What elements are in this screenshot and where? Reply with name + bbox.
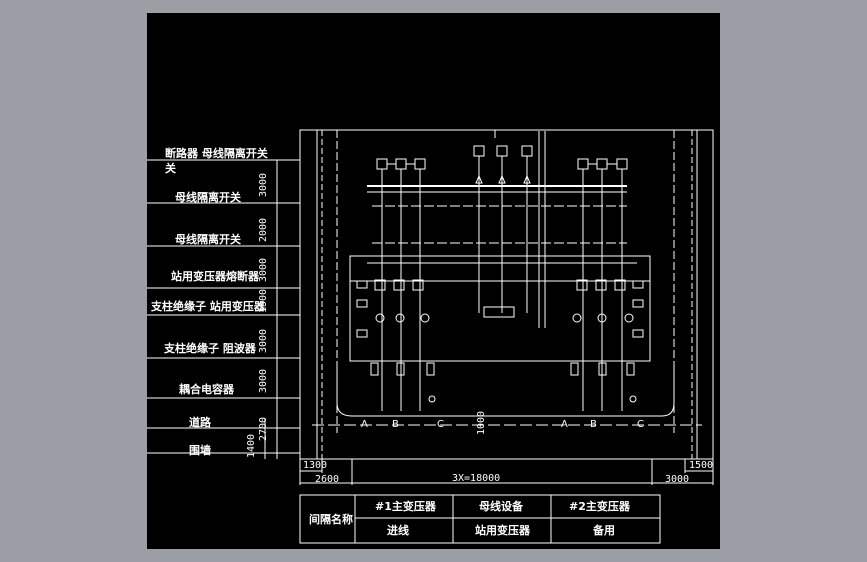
table-r1-c3: #2主变压器 <box>569 500 630 513</box>
table-r2-c1: 进线 <box>387 524 409 537</box>
phase-right-a: A <box>561 419 568 430</box>
vdim-6: 3000 <box>258 368 269 393</box>
label-breaker-isolator: 断路器 母线隔离开关 <box>165 147 268 160</box>
label-bus-isolator-2: 母线隔离开关 <box>175 233 241 246</box>
conductors-mid <box>478 131 546 328</box>
label-coupling-capacitor: 耦合电容器 <box>179 383 234 396</box>
label-station-fuse: 站用变压器熔断器 <box>171 270 259 283</box>
vdim-4: 1900 <box>258 288 269 313</box>
bottom-dim-1500: 1500 <box>689 460 714 471</box>
vdim-7: 2700 <box>258 416 269 441</box>
station-transformer <box>483 306 515 318</box>
vdim-1: 3000 <box>258 172 269 197</box>
bus-pt-devices <box>473 129 533 157</box>
inner-dim: 1000 <box>476 410 487 435</box>
table-r1-c1: #1主变压器 <box>375 500 436 513</box>
gantry-frame <box>349 255 651 362</box>
wave-traps <box>370 362 635 376</box>
disconnect-right <box>576 279 626 291</box>
phase-left-a: A <box>361 419 368 430</box>
table-r2-c3: 备用 <box>593 524 615 537</box>
arrester-symbols <box>475 174 531 184</box>
road-outline <box>336 363 675 417</box>
label-wall: 围墙 <box>189 444 211 457</box>
side-insulators <box>356 280 644 338</box>
vdim-2: 2000 <box>258 217 269 242</box>
breaker-group-left <box>376 158 426 170</box>
layout-drawing <box>147 129 714 544</box>
vdim-5: 3000 <box>258 328 269 353</box>
phase-right-b: B <box>590 419 597 430</box>
cad-viewport[interactable]: 断路器 母线隔离开关 关 母线隔离开关 母线隔离开关 站用变压器熔断器 支柱绝缘… <box>147 13 720 549</box>
breaker-group-right <box>577 158 628 170</box>
vdim-3: 3000 <box>258 257 269 282</box>
bottom-dim-3000: 3000 <box>665 474 690 485</box>
vdim-8: 1400 <box>246 433 257 458</box>
label-breaker-isolator-cont: 关 <box>165 162 176 175</box>
bottom-dim-span: 3X=18000 <box>452 473 501 484</box>
disconnect-left <box>374 279 424 291</box>
label-post-insulator-transformer: 支柱绝缘子 站用变压器 <box>151 300 265 313</box>
bottom-dim-1300: 1300 <box>303 460 328 471</box>
phase-left-c: C <box>437 419 444 430</box>
phase-left-b: B <box>392 419 399 430</box>
drawing-frame <box>299 129 714 460</box>
table-r2-c2: 站用变压器 <box>475 524 530 537</box>
post-insulators <box>375 313 634 323</box>
table-header: 间隔名称 <box>309 513 353 526</box>
label-road: 道路 <box>189 416 211 429</box>
coupling-capacitors <box>428 395 637 403</box>
bay-table-frame <box>299 494 661 544</box>
phase-right-c: C <box>637 419 644 430</box>
label-post-insulator-wavetrap: 支柱绝缘子 阻波器 <box>164 342 256 355</box>
bottom-dim-2600: 2600 <box>315 474 340 485</box>
label-bus-isolator-1: 母线隔离开关 <box>175 191 241 204</box>
table-r1-c2: 母线设备 <box>479 500 523 513</box>
